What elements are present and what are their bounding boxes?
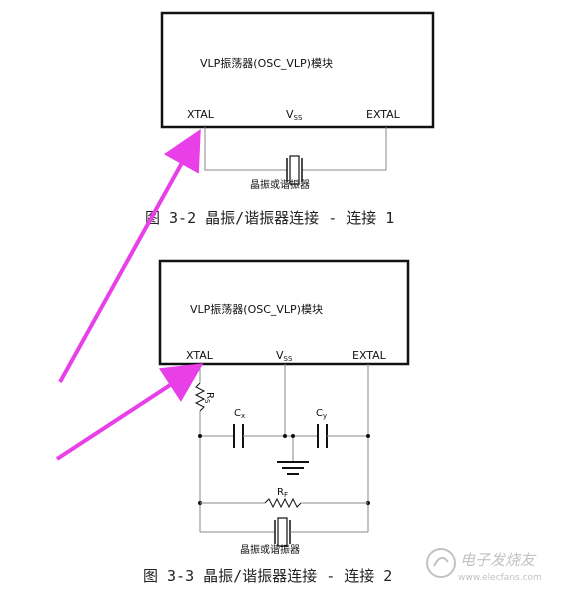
junction-dot bbox=[283, 434, 287, 438]
label-rf: RF bbox=[277, 487, 288, 499]
watermark-text: 电子发烧友 bbox=[460, 551, 537, 569]
pin-vss-2: VSS bbox=[276, 349, 293, 363]
wire-extal-1 bbox=[302, 127, 387, 171]
junction-dot bbox=[198, 434, 202, 438]
figure-2: VLP振荡器(OSC_VLP)模块 XTAL VSS EXTAL RS Cx C… bbox=[143, 259, 410, 585]
osc-module-box-2 bbox=[158, 259, 410, 366]
module-title-2: VLP振荡器(OSC_VLP)模块 bbox=[190, 302, 323, 316]
wire-xtal-1 bbox=[204, 127, 287, 171]
caption-2: 图 3-3 晶振/谐振器连接 - 连接 2 bbox=[143, 567, 392, 585]
ground-symbol bbox=[277, 461, 309, 475]
capacitor-cy bbox=[317, 424, 328, 448]
crystal-symbol-1 bbox=[286, 155, 303, 185]
junction-dot bbox=[291, 434, 295, 438]
label-rs: RS bbox=[203, 392, 215, 404]
pin-xtal-2: XTAL bbox=[186, 349, 214, 362]
osc-module-box-1 bbox=[160, 11, 435, 129]
module-title-1: VLP振荡器(OSC_VLP)模块 bbox=[200, 56, 333, 70]
watermark-url: www.elecfans.com bbox=[458, 573, 542, 583]
pin-vss-1: VSS bbox=[286, 108, 303, 122]
highlight-arrow-2 bbox=[55, 363, 204, 461]
resistor-rf bbox=[264, 497, 302, 509]
figure-1: VLP振荡器(OSC_VLP)模块 XTAL VSS EXTAL 晶振或谐振器 … bbox=[145, 11, 435, 227]
highlight-arrow-1 bbox=[58, 129, 201, 383]
label-cy: Cy bbox=[316, 408, 327, 420]
watermark-logo-icon bbox=[426, 548, 456, 578]
junction-dot bbox=[366, 434, 370, 438]
pin-extal-1: EXTAL bbox=[366, 108, 401, 121]
label-cx: Cx bbox=[234, 408, 245, 420]
pin-extal-2: EXTAL bbox=[352, 349, 387, 362]
resistor-rs bbox=[194, 382, 206, 412]
capacitor-cx bbox=[233, 424, 244, 448]
pin-xtal-1: XTAL bbox=[187, 108, 215, 121]
crystal-label-2: 晶振或谐振器 bbox=[240, 543, 300, 556]
crystal-symbol-2 bbox=[274, 517, 291, 547]
caption-1: 图 3-2 晶振/谐振器连接 - 连接 1 bbox=[145, 209, 394, 227]
crystal-label-1: 晶振或谐振器 bbox=[250, 178, 310, 191]
watermark: 电子发烧友 www.elecfans.com bbox=[426, 548, 542, 583]
